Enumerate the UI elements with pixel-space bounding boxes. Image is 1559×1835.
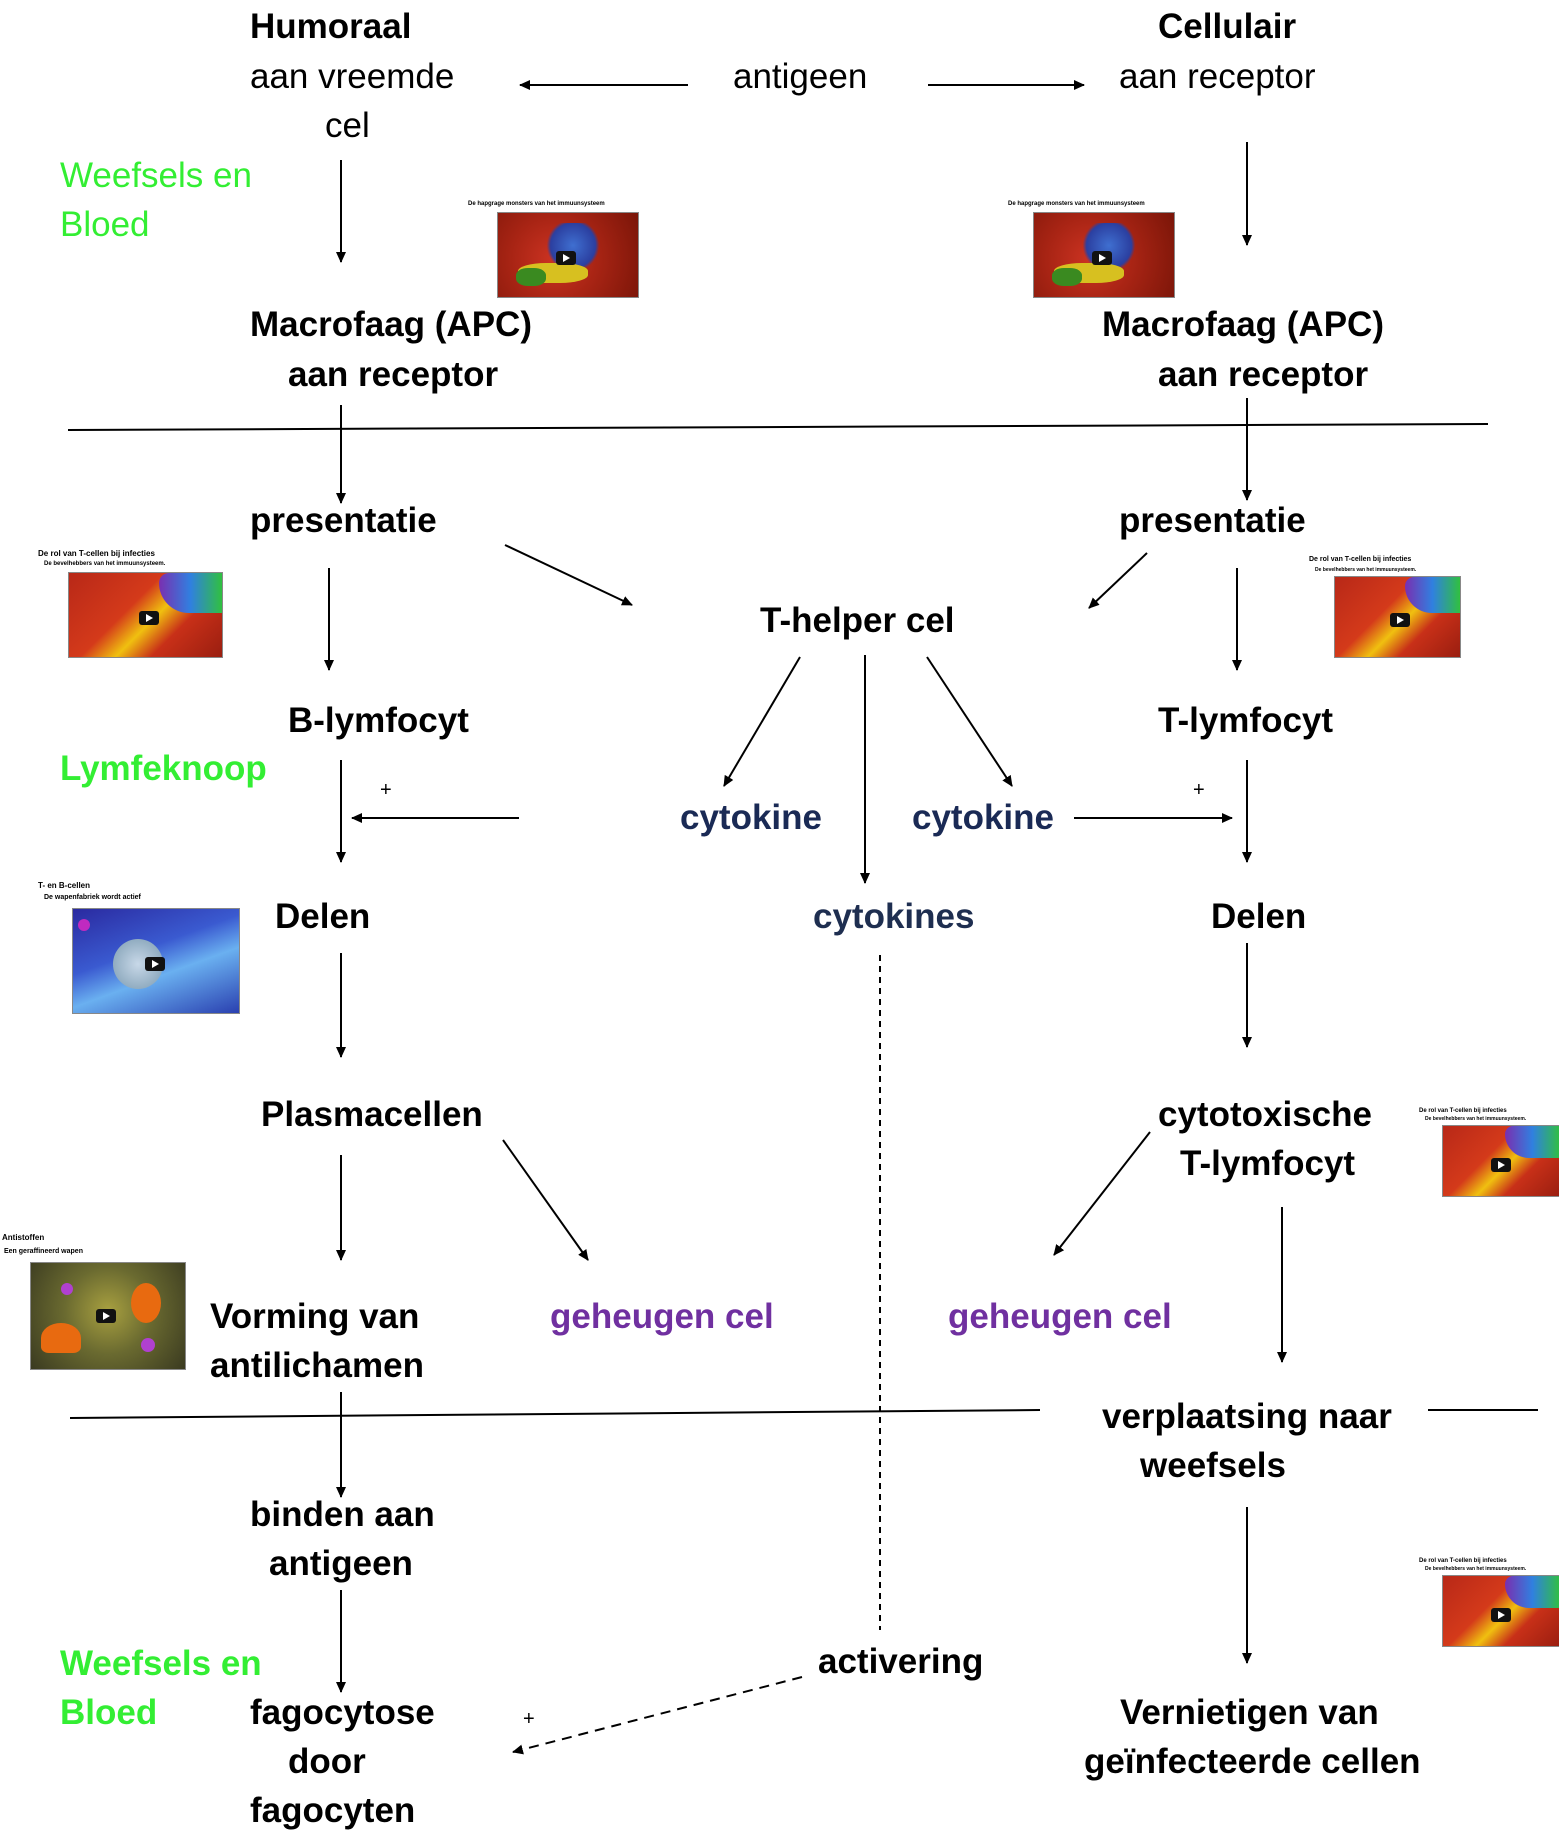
memory-cell-left: geheugen cel (550, 1297, 774, 1336)
arrow-presentation-left-to-t-helper (504, 544, 633, 606)
region-tissue-blood-top-line1: Weefsels en (60, 156, 252, 195)
humoral-subtitle-line2: cel (325, 106, 370, 145)
humoral-subtitle-line1: aan vreemde (250, 57, 455, 96)
destroy-line2: geïnfecteerde cellen (1084, 1742, 1421, 1781)
play-icon (1092, 251, 1112, 265)
bind-antigen-line1: binden aan (250, 1495, 435, 1534)
macrophage-left-line1: Macrofaag (APC) (250, 305, 532, 344)
cytokine-left: cytokine (680, 798, 822, 837)
arrow-presentation-right-to-t-helper (1088, 552, 1148, 609)
video-still (1442, 1575, 1559, 1647)
phagocytosis-line1: fagocytose (250, 1693, 435, 1732)
video-thumbnail-monsters-right[interactable]: De hapgrage monsters van het immuunsyste… (1005, 198, 1180, 298)
divide-right: Delen (1211, 897, 1307, 936)
play-icon (139, 611, 159, 625)
video-still (72, 908, 240, 1014)
plus-phagocytosis: + (523, 1708, 535, 1730)
video-thumbnail-t-and-b-cells[interactable]: T- en B-cellen De wapenfabriek wordt act… (36, 880, 241, 1015)
separator-bottom-left (69, 1409, 1041, 1419)
region-lymph-node: Lymfeknoop (60, 749, 267, 788)
video-caption: De rol van T-cellen bij infecties (1309, 556, 1412, 563)
video-caption: De hapgrage monsters van het immuunsyste… (468, 201, 605, 207)
video-caption: T- en B-cellen (38, 881, 91, 890)
video-subcaption: De bevelhebbers van het immuunsysteem. (1425, 1116, 1527, 1122)
separator-top (67, 423, 1489, 431)
move-to-tissue-line1: verplaatsing naar (1102, 1397, 1392, 1436)
video-still (68, 572, 223, 658)
region-tissue-blood-bottom-line2: Bloed (60, 1693, 158, 1732)
play-icon (556, 251, 576, 265)
phagocytosis-line2: door (288, 1742, 366, 1781)
destroy-line1: Vernietigen van (1120, 1693, 1379, 1732)
video-caption: De rol van T-cellen bij infecties (38, 549, 155, 558)
video-still (1334, 576, 1461, 658)
bind-antigen-line2: antigeen (269, 1544, 413, 1583)
video-thumbnail-monsters-left[interactable]: De hapgrage monsters van het immuunsyste… (465, 198, 640, 298)
t-lymphocyte: T-lymfocyt (1158, 701, 1334, 740)
video-caption: De rol van T-cellen bij infecties (1419, 1558, 1507, 1564)
video-caption: De hapgrage monsters van het immuunsyste… (1008, 201, 1145, 207)
region-tissue-blood-bottom-line1: Weefsels en (60, 1644, 262, 1683)
video-still (30, 1262, 186, 1370)
arrow-cytotoxic-to-memory-right (1053, 1131, 1151, 1256)
video-subcaption: Een geraffineerd wapen (4, 1248, 83, 1255)
cytokine-right: cytokine (912, 798, 1054, 837)
play-icon (1390, 613, 1410, 627)
plasma-cells: Plasmacellen (261, 1095, 483, 1134)
play-icon (1491, 1608, 1511, 1622)
video-thumbnail-antibodies[interactable]: Antistoffen Een geraffineerd wapen (0, 1232, 186, 1372)
cytokines: cytokines (813, 897, 975, 936)
cellular-title: Cellulair (1158, 7, 1297, 46)
macrophage-right-line2: aan receptor (1158, 355, 1369, 394)
activation: activering (818, 1642, 984, 1681)
presentation-right: presentatie (1119, 501, 1306, 540)
region-tissue-blood-top-line2: Bloed (60, 205, 150, 244)
video-still (1442, 1125, 1559, 1197)
presentation-left: presentatie (250, 501, 437, 540)
phagocytosis-line3: fagocyten (250, 1791, 416, 1830)
macrophage-left-line2: aan receptor (288, 355, 499, 394)
video-still (497, 212, 639, 298)
video-thumbnail-t-cells-left[interactable]: De rol van T-cellen bij infecties De bev… (36, 548, 226, 658)
plus-b-divide: + (380, 779, 392, 801)
play-icon (96, 1309, 116, 1323)
plus-t-divide: + (1193, 779, 1205, 801)
antibodies-line2: antilichamen (210, 1346, 424, 1385)
divide-left: Delen (275, 897, 371, 936)
video-subcaption: De bevelhebbers van het immuunsysteem. (44, 561, 166, 567)
dashed-activation-to-phagocytosis (512, 1676, 803, 1755)
cytotoxic-line1: cytotoxische (1158, 1095, 1372, 1134)
video-subcaption: De bevelhebbers van het immuunsysteem. (1425, 1566, 1527, 1572)
video-caption: Antistoffen (2, 1233, 45, 1242)
macrophage-right-line1: Macrofaag (APC) (1102, 305, 1384, 344)
video-thumbnail-t-cells-right[interactable]: De rol van T-cellen bij infecties De bev… (1307, 554, 1462, 659)
antigen-label: antigeen (733, 57, 868, 96)
cytotoxic-line2: T-lymfocyt (1180, 1144, 1356, 1183)
video-still (1033, 212, 1175, 298)
memory-cell-right: geheugen cel (948, 1297, 1172, 1336)
play-icon (145, 957, 165, 971)
arrow-t-helper-to-cytokine-right (926, 656, 1013, 787)
video-thumbnail-t-cells-cytotoxic[interactable]: De rol van T-cellen bij infecties De bev… (1417, 1105, 1559, 1197)
move-to-tissue-line2: weefsels (1140, 1446, 1286, 1485)
video-caption: De rol van T-cellen bij infecties (1419, 1108, 1507, 1114)
humoral-title: Humoraal (250, 7, 412, 46)
arrow-t-helper-to-cytokine-left (723, 656, 801, 787)
arrow-plasma-to-memory-left (502, 1139, 589, 1261)
cellular-subtitle: aan receptor (1119, 57, 1316, 96)
t-helper-cell: T-helper cel (760, 601, 955, 640)
video-thumbnail-t-cells-destroy[interactable]: De rol van T-cellen bij infecties De bev… (1417, 1555, 1559, 1647)
b-lymphocyte: B-lymfocyt (288, 701, 469, 740)
video-subcaption: De bevelhebbers van het immuunsysteem. (1315, 567, 1417, 573)
play-icon (1491, 1158, 1511, 1172)
video-subcaption: De wapenfabriek wordt actief (44, 894, 141, 901)
antibodies-line1: Vorming van (210, 1297, 420, 1336)
